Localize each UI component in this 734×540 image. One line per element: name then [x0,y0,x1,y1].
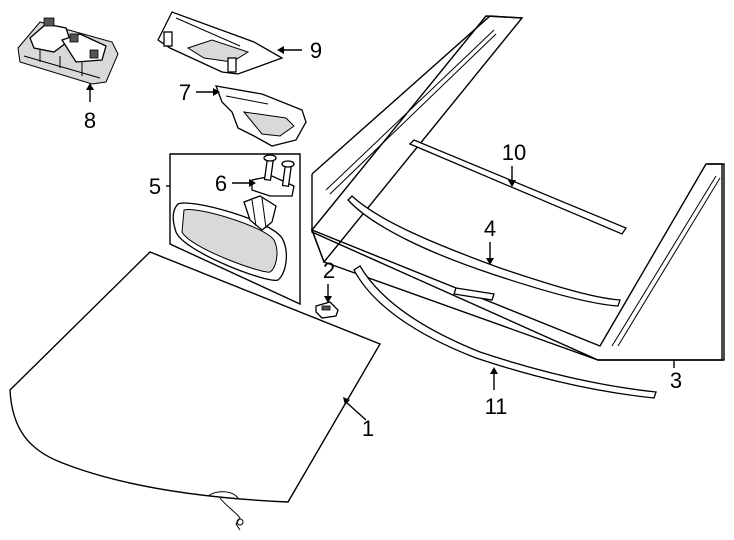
callout-3: 3 [670,368,682,393]
callout-10: 10 [502,140,526,165]
mirror-assembly-box [169,153,301,306]
callout-4: 4 [484,216,496,241]
mirror-mount [251,154,295,197]
bracket-cover [157,11,284,75]
windshield [9,251,382,531]
camera-module [17,17,119,85]
callout-8: 8 [84,108,96,133]
callout-11: 11 [485,394,508,419]
glass-panel [310,15,725,361]
callout-7: 7 [179,80,191,105]
upper-strip [408,139,627,235]
callout-6: 6 [215,171,227,196]
mirror-assembly [172,195,288,281]
callout-5: 5 [149,174,161,199]
moulding [347,195,621,307]
lower-seal [353,265,657,399]
bracket-clip [315,301,339,319]
callout-9: 9 [310,38,322,63]
cover [214,85,307,147]
callout-1: 1 [362,416,374,441]
leader-1 [345,401,367,421]
